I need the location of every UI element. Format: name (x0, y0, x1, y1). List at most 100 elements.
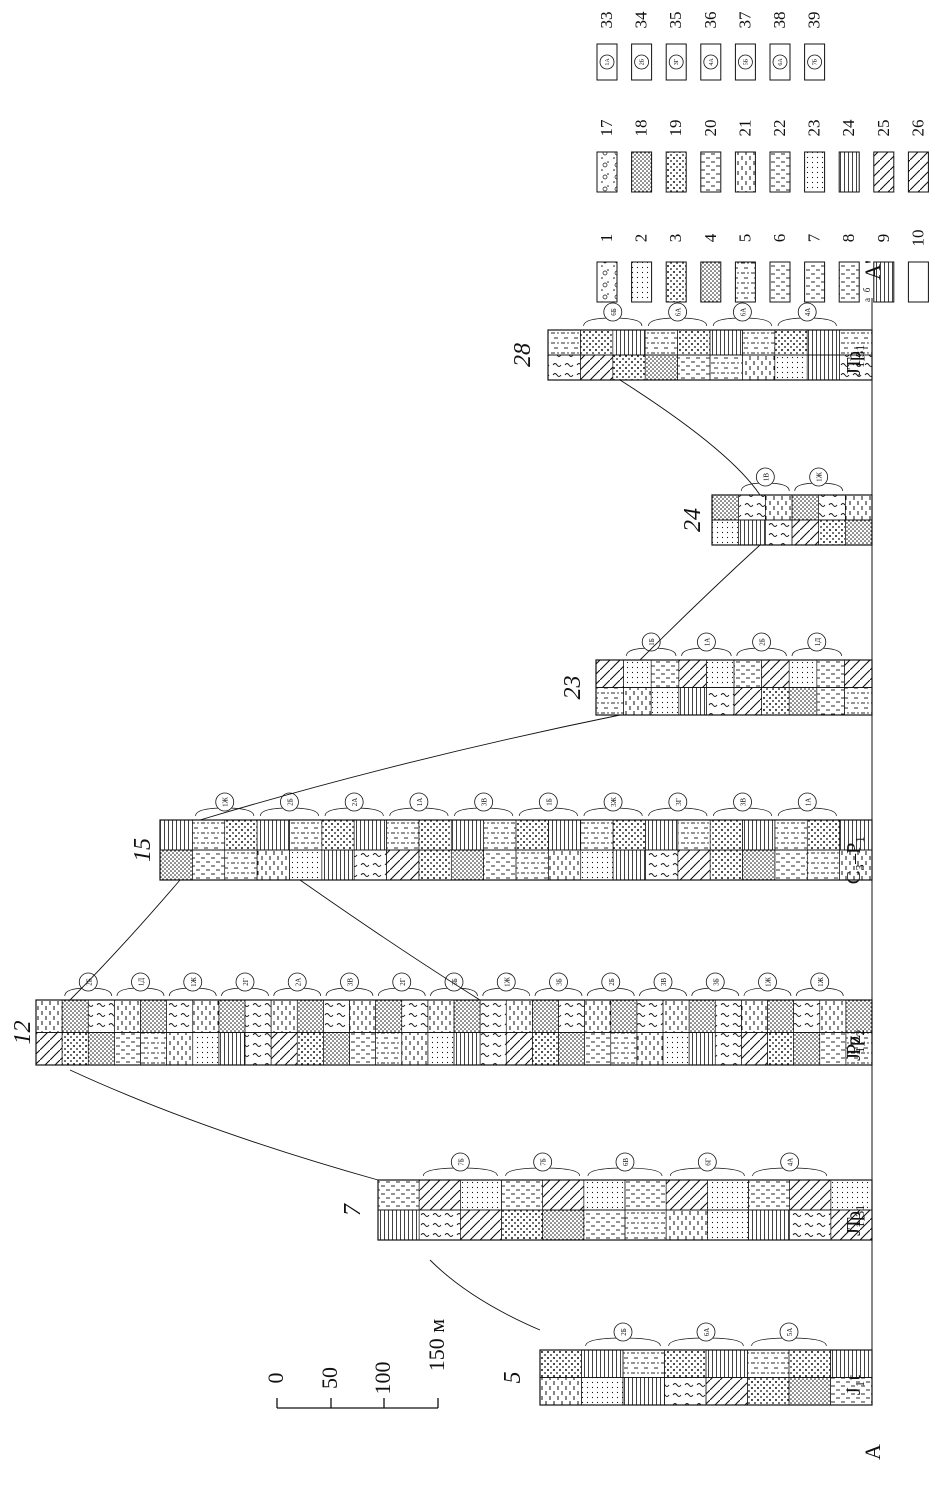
column-layer (623, 1350, 665, 1378)
unit-label: 2Б (759, 638, 767, 646)
column-layer (707, 1210, 748, 1240)
legend-item-5: 5 (735, 234, 755, 302)
legend-swatch (770, 152, 790, 192)
column-layer (297, 1000, 323, 1033)
legend-number: 26 (908, 120, 927, 137)
legend-number: 10 (908, 230, 927, 247)
column-layer (582, 1378, 624, 1406)
column-number: 23 (560, 676, 586, 700)
legend-number: 17 (597, 119, 616, 137)
column-layer (480, 1033, 506, 1066)
column-layer (739, 495, 766, 520)
column-layer (516, 820, 548, 850)
strat-label: Pz (843, 1035, 865, 1055)
unit-marker: 6Б (584, 303, 642, 326)
column-layer (789, 1378, 831, 1406)
column-layer (376, 1000, 402, 1033)
legend-unit-label: 2Б (640, 58, 646, 65)
column-number: 12 (10, 1021, 36, 1045)
legend-item-37: 5Б37 (735, 11, 755, 80)
column-28: 286Б6А6А4АJ₁p₁T₃ (510, 303, 872, 380)
legend-swatch (597, 152, 617, 192)
unit-marker: 3В (455, 793, 513, 816)
column-layer (789, 1350, 831, 1378)
legend-number: 37 (735, 11, 754, 29)
column-layer (402, 1000, 428, 1033)
column-layer (502, 1210, 543, 1240)
column-layer (706, 1378, 748, 1406)
unit-marker: 6Г (670, 1153, 744, 1176)
column-layer (807, 820, 839, 850)
column-number: 24 (680, 508, 706, 532)
legend-number: 38 (770, 12, 789, 29)
unit-label: 3Г (675, 798, 683, 806)
unit-label: 2А (294, 978, 302, 987)
column-layer (819, 520, 846, 545)
column-layer (36, 1033, 62, 1066)
legend-swatch (735, 152, 755, 192)
legend-item-7: 7 (805, 233, 825, 302)
legend-number: 7 (805, 233, 824, 242)
column-layer (322, 820, 354, 850)
legend-number: 3 (666, 234, 685, 243)
unit-marker: 3Б (692, 973, 739, 996)
legend-swatch (735, 262, 755, 302)
profile-end-label: A' (860, 260, 885, 280)
legend-swatch (874, 152, 894, 192)
legend-number: 21 (735, 120, 754, 137)
column-number: 5 (500, 1372, 526, 1384)
column-layer (484, 820, 516, 850)
column-layer (193, 1000, 219, 1033)
column-layer (257, 850, 289, 880)
column-layer (387, 820, 419, 850)
legend-number: 36 (701, 12, 720, 29)
unit-marker: 6В (588, 1153, 662, 1176)
column-layer (580, 330, 612, 355)
column-layer (844, 660, 872, 688)
legend-band-2: 17181920212223242526272829303132 (597, 119, 940, 192)
unit-label: 1Ж (817, 976, 825, 987)
column-15: 151Ж2Б2А1А3В1Б3Ж3Г3В1АC₃–P₁ (130, 793, 872, 884)
legend-item-38: 6А38 (770, 12, 790, 81)
unit-label: 7Б (457, 1158, 465, 1166)
legend-item-25: 25 (874, 120, 894, 193)
column-layer (768, 1000, 794, 1033)
legend-swatch (632, 262, 652, 302)
column-layer (775, 355, 807, 380)
column-layer (790, 1180, 831, 1210)
column-layer (245, 1000, 271, 1033)
column-layer (663, 1033, 689, 1066)
unit-label: 1А (804, 798, 812, 807)
legend-number: 6 (770, 234, 789, 243)
legend-item-6: 6 (770, 234, 790, 302)
unit-label: 3Б (556, 978, 564, 986)
unit-marker: 4А (753, 1153, 827, 1176)
column-layer (141, 1000, 167, 1033)
unit-label: 1Ж (816, 471, 824, 482)
column-layer (666, 1210, 707, 1240)
column-12: 122Б1Д1Ж2Г2А3В2Г3Б1Ж3Б2Б3В3Б1Ж1ЖJ₁p₂Pz (10, 973, 872, 1065)
column-layer (715, 1000, 741, 1033)
legend-item-8: 8 (839, 234, 859, 302)
column-layer (271, 1000, 297, 1033)
column-layer (623, 1378, 665, 1406)
legend: 12345678аб910111213141516171819202122232… (597, 11, 940, 302)
column-layer (540, 1350, 582, 1378)
column-layer (613, 850, 645, 880)
unit-marker: 3Ж (584, 793, 642, 816)
unit-label: 2Б (85, 978, 93, 986)
unit-label: 6А (739, 308, 747, 317)
unit-marker: 1Ж (483, 973, 530, 996)
column-layer (540, 1378, 582, 1406)
unit-marker: 3В (713, 793, 771, 816)
column-layer (596, 688, 624, 716)
strat-label: T₃ (843, 350, 865, 369)
unit-label: 1Ж (503, 976, 511, 987)
strat-label: T₃ (843, 1210, 865, 1229)
legend-unit-label: 1А (605, 58, 611, 66)
column-layer (584, 1180, 625, 1210)
unit-label: 3В (660, 978, 668, 987)
column-layer (225, 820, 257, 850)
